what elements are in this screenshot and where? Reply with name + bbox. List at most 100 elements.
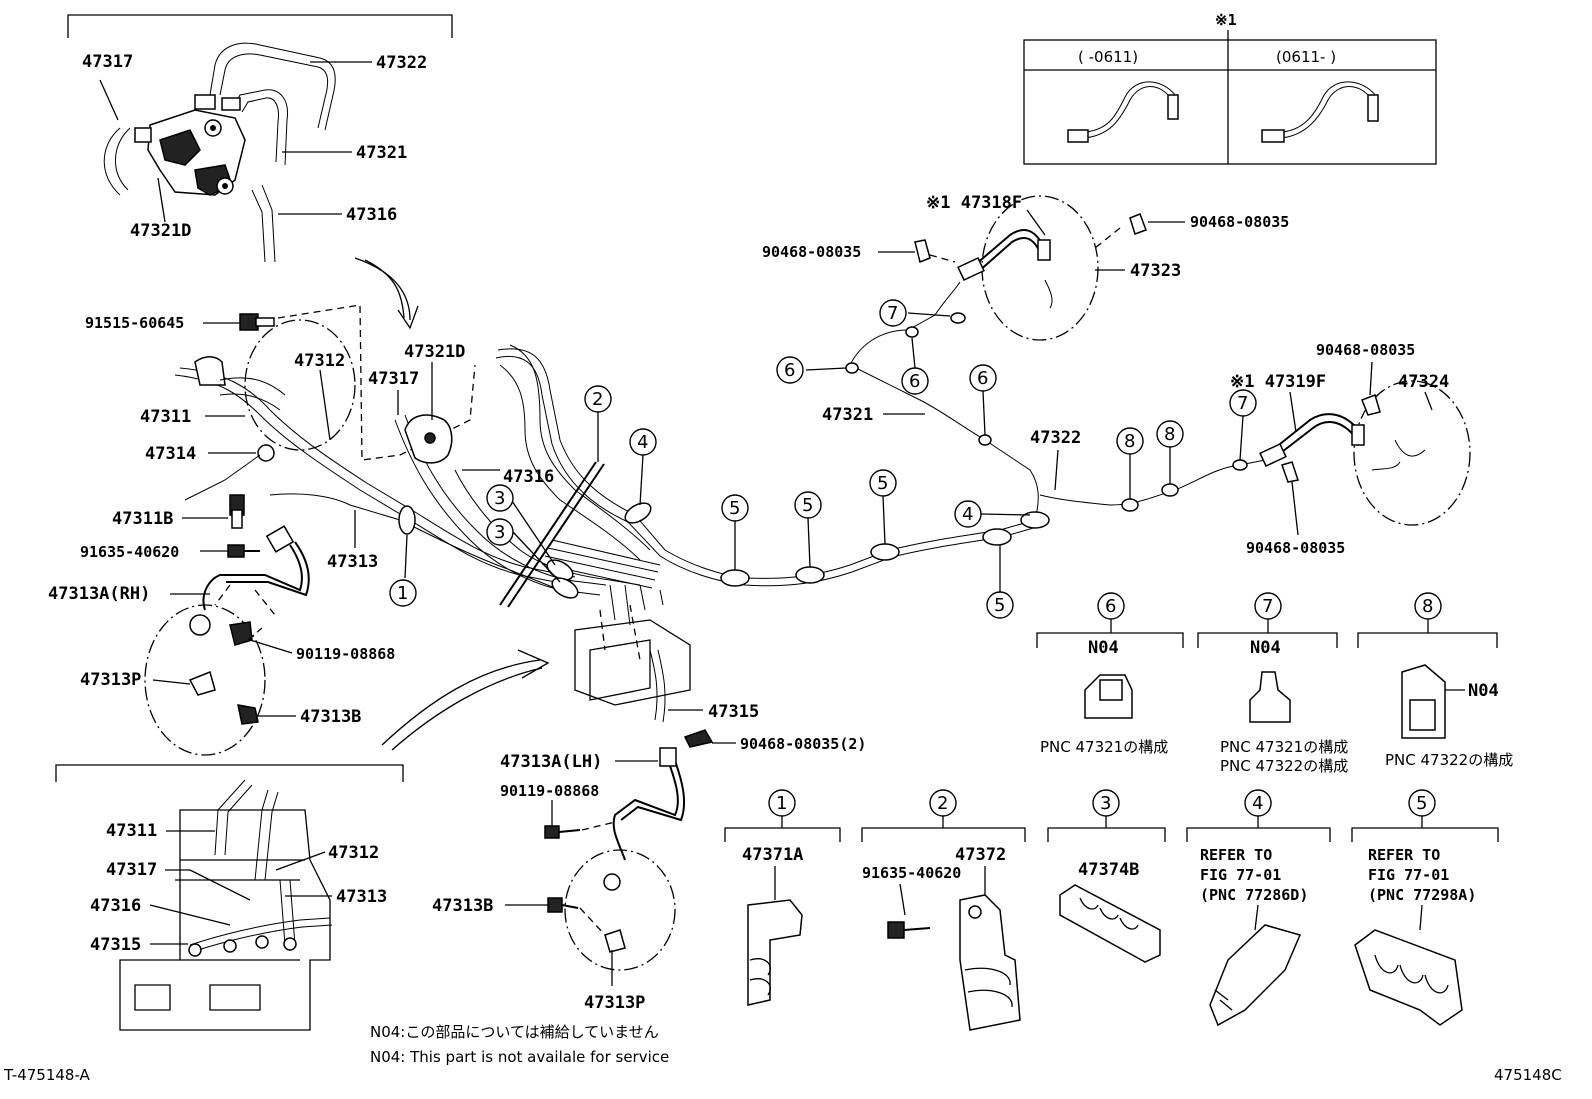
label-91635-kit: 91635-40620: [862, 864, 961, 882]
label-90119-a: 90119-08868: [296, 645, 395, 663]
svg-text:8: 8: [1124, 431, 1135, 452]
svg-text:3: 3: [494, 522, 505, 543]
rh-hose-assembly: [144, 525, 310, 756]
callout-3b: [486, 518, 514, 546]
callout-2: [584, 385, 612, 413]
figure-code-right: 475148C: [1494, 1066, 1562, 1084]
range-right: (0611- ): [1276, 48, 1336, 66]
union-47321D: [404, 414, 453, 464]
label-inset-47313: 47313: [336, 887, 387, 907]
kit-2: 2 47372 91635-40620: [861, 789, 1026, 1031]
label-91635-a: 91635-40620: [80, 543, 179, 561]
top-left-inset: 47317 47322 47321 47316 47321D: [67, 14, 453, 263]
figure-code-left: T-475148-A: [3, 1066, 91, 1084]
svg-text:1: 1: [397, 583, 408, 604]
callout-8b: [1156, 420, 1184, 448]
bolt-47313B-b: [547, 897, 579, 913]
label-47321D-top: 47321D: [130, 221, 191, 241]
label-47321D-mid: 47321D: [404, 342, 465, 362]
label-inset-47311: 47311: [106, 821, 157, 841]
label-inset-47315: 47315: [90, 935, 141, 955]
label-91515: 91515-60645: [85, 314, 184, 332]
arrow-bottom: [381, 659, 541, 746]
svg-text:2: 2: [937, 793, 948, 814]
label-47323: 47323: [1130, 261, 1181, 281]
label-90119-b: 90119-08868: [500, 782, 599, 800]
pnc-kit-6: PNC 47321の構成: [1040, 738, 1168, 756]
label-clip-b: 90468-08035: [762, 243, 861, 261]
refer-to-k4: REFER TO: [1200, 846, 1272, 864]
main-brake-pipes: [174, 281, 1266, 626]
pnc-ref-k4: (PNC 77286D): [1200, 886, 1308, 904]
kit-6: 6 N04 PNC 47321の構成: [1036, 592, 1184, 756]
svg-text:4: 4: [1252, 793, 1263, 814]
label-47311: 47311: [140, 407, 191, 427]
n04-kit-8: N04: [1468, 681, 1499, 701]
clip-47314: [257, 444, 275, 462]
n04-kit-6: N04: [1088, 638, 1119, 658]
refer-to-k5: REFER TO: [1368, 846, 1440, 864]
kit-7: 7 N04 PNC 47321の構成 PNC 47322の構成: [1197, 592, 1348, 775]
label-47313: 47313: [327, 552, 378, 572]
svg-text:6: 6: [784, 360, 795, 381]
label-inset-47317: 47317: [106, 860, 157, 880]
pipe-callouts: 1 2 3 3 4 5 5 5 4 5 6 6 6 7 7 8 8: [389, 299, 1257, 619]
svg-text:7: 7: [1262, 596, 1273, 617]
kit-3: 3 47374B: [1047, 789, 1166, 963]
svg-text:4: 4: [637, 432, 648, 453]
proportioning-valve: [134, 94, 246, 196]
label-47313P-b: 47313P: [584, 993, 645, 1013]
svg-text:4: 4: [962, 504, 973, 525]
callout-8a: [1116, 427, 1144, 455]
label-47318F: ※1 47318F: [926, 193, 1022, 213]
pipe-47321-top: [231, 89, 289, 166]
label-47313A-RH: 47313A(RH): [48, 584, 150, 604]
label-47322-mid: 47322: [1030, 428, 1081, 448]
callout-1: [389, 579, 417, 607]
callout-5b: [794, 491, 822, 519]
label-47317-top: 47317: [82, 52, 133, 72]
ref-mark: ※1: [1215, 11, 1237, 29]
hose-variant-early: [1084, 81, 1177, 139]
pnc-kit-7a: PNC 47321の構成: [1220, 738, 1348, 756]
label-47322-top: 47322: [376, 53, 427, 73]
label-47316-top: 47316: [346, 205, 397, 225]
label-inset-47316: 47316: [90, 896, 141, 916]
callout-4a: [629, 428, 657, 456]
reservoir: [194, 356, 226, 386]
label-47316-mid: 47316: [503, 467, 554, 487]
label-47313B-a: 47313B: [300, 707, 361, 727]
kit-4: 4 REFER TO FIG 77-01 (PNC 77286D): [1186, 789, 1331, 1027]
rear-left-hose: [914, 195, 1147, 341]
master-cylinder-area: [184, 304, 476, 558]
svg-text:3: 3: [1100, 793, 1111, 814]
note-en: N04: This part is not availale for servi…: [370, 1048, 669, 1066]
label-47372: 47372: [955, 845, 1006, 865]
arrow-top: [354, 257, 411, 321]
pipe-clamps: [398, 312, 1248, 608]
pnc-kit-8: PNC 47322の構成: [1385, 751, 1513, 769]
bolt-91515: [239, 313, 275, 331]
svg-text:7: 7: [887, 303, 898, 324]
label-47374B: 47374B: [1078, 860, 1139, 880]
label-47313A-LH: 47313A(LH): [500, 752, 602, 772]
kit-5: 5 REFER TO FIG 77-01 (PNC 77298A): [1351, 789, 1499, 1026]
callout-5d: [986, 591, 1014, 619]
label-47321-top: 47321: [356, 143, 407, 163]
label-clip-c: 90468-08035: [1316, 341, 1415, 359]
label-clip-e: 90468-08035(2): [740, 735, 866, 753]
svg-text:5: 5: [1416, 793, 1427, 814]
svg-text:3: 3: [494, 488, 505, 509]
svg-text:5: 5: [877, 473, 888, 494]
label-47315: 47315: [708, 702, 759, 722]
callout-4b: [954, 500, 982, 528]
hose-variant-late: [1281, 81, 1377, 139]
svg-text:8: 8: [1164, 424, 1175, 445]
hose-variant-table: ※1 ( -0611) (0611- ): [1023, 11, 1437, 165]
kit-8: 8 N04 PNC 47322の構成: [1357, 592, 1513, 769]
rear-right-hose: [1259, 380, 1471, 526]
note-jp: N04:この部品については補給していません: [370, 1023, 659, 1041]
callout-7a: [879, 299, 907, 327]
label-47324: 47324: [1398, 372, 1449, 392]
svg-text:5: 5: [802, 495, 813, 516]
